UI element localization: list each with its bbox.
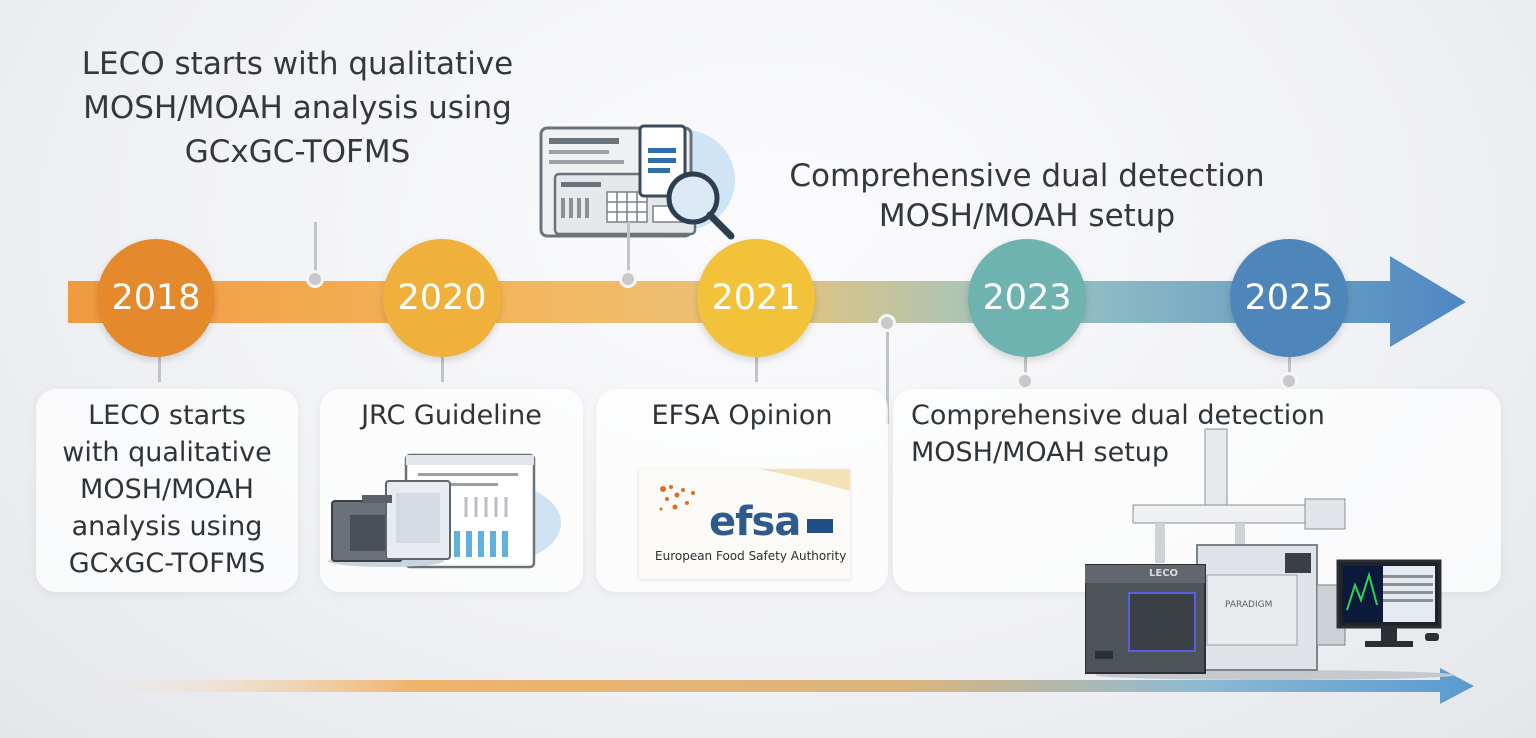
document-magnifier-icon xyxy=(539,124,735,240)
connector-stem xyxy=(314,222,317,278)
top-annotation-2018-text: LECO starts with qualitative MOSH/MOAH a… xyxy=(81,46,514,170)
milestone-2025: 2025 xyxy=(1230,239,1348,357)
card-2018: LECO starts with qualitative MOSH/MOAH a… xyxy=(36,389,298,592)
connector-stem xyxy=(1288,356,1291,376)
lab-instrument-chart-icon xyxy=(328,453,561,569)
gc-instrument-icon xyxy=(1085,428,1455,680)
milestone-year: 2025 xyxy=(1244,278,1334,318)
instrument-brand-label: LECO xyxy=(1149,568,1179,579)
milestone-year: 2018 xyxy=(111,278,201,318)
connector-dot xyxy=(878,314,896,332)
efsa-logo: efsa European Food Safety Authority xyxy=(639,469,850,579)
efsa-play-icon xyxy=(807,519,833,533)
card-title: EFSA Opinion xyxy=(651,400,833,431)
milestone-2021: 2021 xyxy=(697,239,815,357)
card-title: JRC Guideline xyxy=(361,400,542,431)
card-2023-2025: Comprehensive dual detection MOSH/MOAH s… xyxy=(893,389,1501,592)
milestone-2023: 2023 xyxy=(968,239,1086,357)
connector-stem xyxy=(755,356,758,382)
connector-dot xyxy=(619,270,637,288)
card-title: LECO starts with qualitative MOSH/MOAH a… xyxy=(62,400,272,579)
milestone-year: 2020 xyxy=(397,278,487,318)
connector-stem xyxy=(627,222,630,278)
connector-stem xyxy=(1024,356,1027,376)
connector-dot xyxy=(306,270,324,288)
card-title: Comprehensive dual detection MOSH/MOAH s… xyxy=(911,400,1325,468)
connector-dot xyxy=(1280,372,1298,390)
connector-stem xyxy=(158,356,161,382)
connector-stem xyxy=(886,332,889,424)
milestone-year: 2021 xyxy=(711,278,801,318)
milestone-year: 2023 xyxy=(982,278,1072,318)
top-annotation-dual-detection: Comprehensive dual detection MOSH/MOAH s… xyxy=(762,156,1292,236)
top-annotation-2018: LECO starts with qualitative MOSH/MOAH a… xyxy=(60,42,535,174)
instrument-model-label: PARADIGM xyxy=(1225,600,1273,610)
top-annotation-dual-detection-text: Comprehensive dual detection MOSH/MOAH s… xyxy=(789,158,1265,234)
connector-dot xyxy=(1016,372,1034,390)
efsa-authority-text: European Food Safety Authority xyxy=(655,549,847,563)
efsa-swoosh xyxy=(759,469,850,491)
connector-stem xyxy=(441,356,444,382)
efsa-wordmark: efsa xyxy=(709,499,801,545)
efsa-map-icon xyxy=(659,485,695,511)
card-2020: JRC Guideline xyxy=(320,389,583,592)
milestone-2018: 2018 xyxy=(97,239,215,357)
milestone-2020: 2020 xyxy=(383,239,501,357)
card-2021: EFSA Opinion efsa European Food Safety A… xyxy=(596,389,888,592)
